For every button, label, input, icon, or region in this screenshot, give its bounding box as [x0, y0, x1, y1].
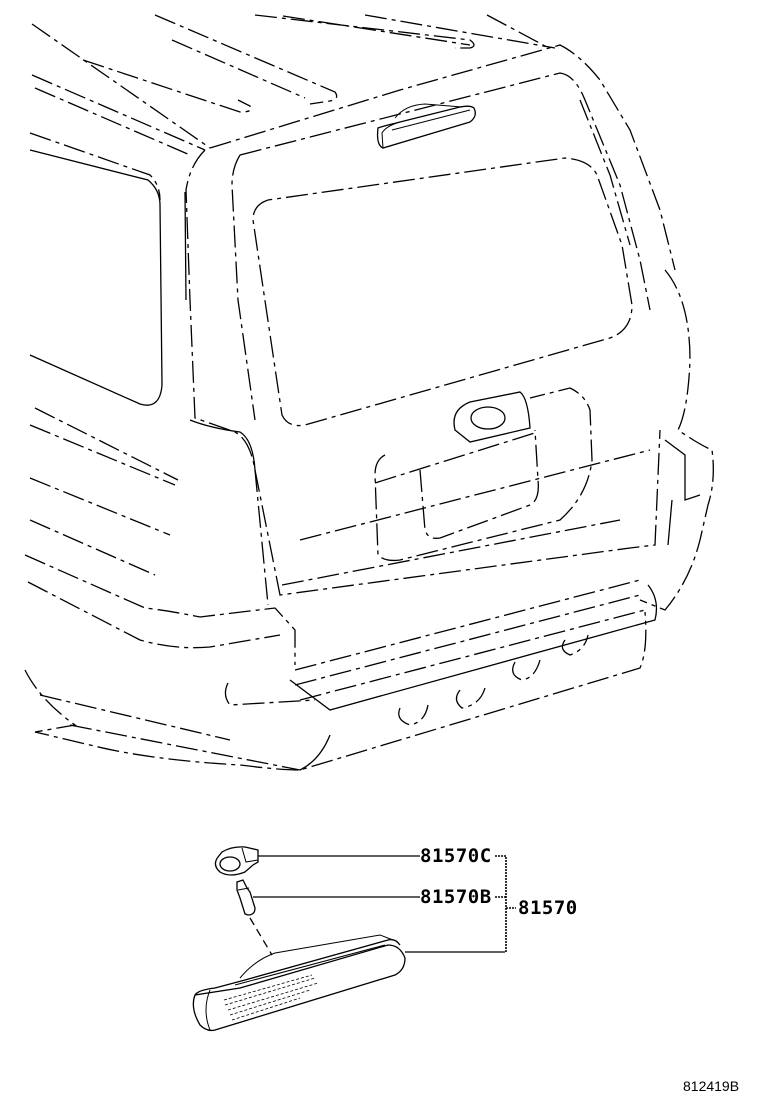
rear-quarter-left: [24, 407, 296, 665]
bulb-81570B: [236, 879, 256, 916]
figure-number: 812419B: [683, 1078, 740, 1094]
rear-bumper: [24, 579, 658, 771]
callout-leaders: [253, 855, 516, 953]
rear-glass: [252, 157, 633, 427]
roof-lines: [29, 14, 556, 201]
callout-81570C: 81570C: [420, 845, 492, 867]
bumper-step-pads: [398, 634, 589, 726]
license-plate-recess: [374, 387, 593, 562]
body-outline: [184, 44, 676, 606]
lamp-socket-81570C: [214, 846, 259, 876]
callout-81570: 81570: [518, 897, 578, 919]
side-window: [29, 149, 163, 406]
callout-81570B: 81570B: [420, 886, 492, 908]
high-mount-stop-lamp-assembly-81570: [192, 934, 406, 1032]
rear-quarter-right: [639, 269, 714, 611]
installed-stop-lamp: [376, 103, 476, 149]
tailgate-panel: [254, 429, 661, 596]
